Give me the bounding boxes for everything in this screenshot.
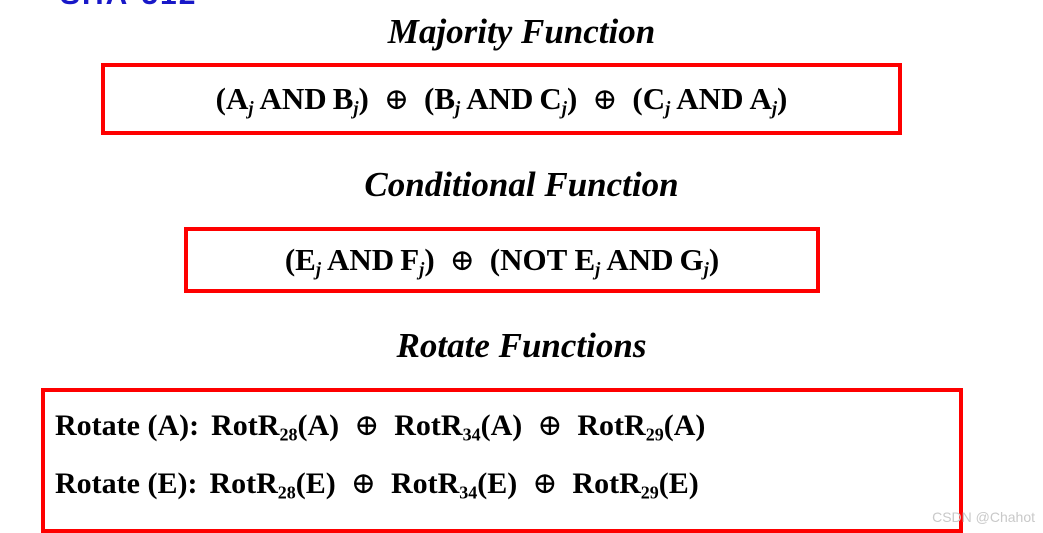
rotate-functions-title: Rotate Functions: [396, 326, 647, 365]
close-paren: ): [325, 467, 336, 500]
rotate-a-1-fn: RotR: [211, 409, 280, 442]
term-1-var-1: A: [225, 80, 249, 116]
rotate-e-2-arg: E: [487, 467, 508, 500]
majority-function-title: Majority Function: [387, 12, 656, 51]
watermark: CSDN @Chahot: [932, 509, 1035, 525]
cterm-1-op: AND: [327, 241, 395, 277]
conditional-function-title: Conditional Function: [364, 165, 679, 204]
term-1-open: (: [215, 80, 226, 116]
rotate-a-3-fn: RotR: [577, 409, 646, 442]
term-2-op: AND: [466, 80, 534, 116]
xor-icon: ⊕: [354, 409, 380, 442]
rotate-a-2-arg: A: [490, 409, 513, 442]
xor-icon: ⊕: [592, 82, 618, 116]
term-3-close: ): [777, 80, 788, 116]
close-paren: ): [688, 467, 699, 500]
rotate-e-formula: Rotate (E):RotR28(E)⊕RotR34(E)⊕RotR29(E): [45, 466, 699, 502]
rotate-a-2-amount: 34: [462, 424, 481, 445]
cterm-2-sub-1: j: [595, 259, 601, 281]
open-paren: (: [295, 467, 306, 500]
term-1-sub-2: j: [353, 98, 359, 120]
term-2-sub-1: j: [455, 98, 461, 120]
term-1-close: ): [358, 80, 369, 116]
rotate-e-3-fn: RotR: [572, 467, 641, 500]
cterm-1-sub-1: j: [315, 259, 322, 281]
rotate-a-1-arg: A: [307, 409, 330, 442]
cterm-2-close: ): [708, 241, 720, 277]
rotate-a-1-amount: 28: [279, 424, 298, 445]
rotate-e-1-fn: RotR: [209, 467, 278, 500]
rotate-e-2-amount: 34: [459, 482, 478, 503]
open-paren: (: [480, 409, 491, 442]
rotate-e-3-amount: 29: [640, 482, 659, 503]
term-3-sub-1: j: [665, 98, 671, 120]
cterm-2-var-2: G: [679, 241, 704, 277]
term-3-op: AND: [676, 80, 744, 116]
term-1-sub-1: j: [248, 98, 254, 120]
rotate-a-formula: Rotate (A):RotR28(A)⊕RotR34(A)⊕RotR29(A): [45, 408, 705, 444]
xor-icon: ⊕: [449, 243, 475, 277]
close-paren: ): [329, 409, 340, 442]
xor-icon: ⊕: [532, 467, 558, 500]
term-2-var-1: B: [434, 80, 456, 116]
cterm-1-var-1: E: [295, 241, 316, 277]
cterm-1-sub-2: j: [419, 259, 425, 281]
term-1-var-2: B: [332, 80, 354, 116]
rotate-e-label: Rotate (E):: [55, 467, 198, 500]
rotate-a-2-fn: RotR: [394, 409, 463, 442]
rotate-e-1-arg: E: [305, 467, 326, 500]
slide-heading: SHA-512: [60, 0, 197, 12]
xor-icon: ⊕: [350, 467, 376, 500]
term-3-sub-2: j: [771, 98, 778, 120]
term-2-close: ): [566, 80, 578, 116]
term-2-open: (: [424, 80, 435, 116]
close-paren: ): [507, 467, 518, 500]
cterm-1-open: (: [284, 241, 296, 277]
xor-icon: ⊕: [383, 82, 410, 116]
rotate-a-3-arg: A: [673, 409, 696, 442]
term-3-var-1: C: [642, 80, 666, 116]
cterm-2-prefix: NOT: [500, 241, 575, 277]
rotate-e-2-fn: RotR: [390, 467, 460, 500]
term-2-var-2: C: [539, 80, 562, 116]
cterm-2-op: AND: [606, 241, 674, 277]
term-2-sub-2: j: [561, 98, 567, 120]
open-paren: (: [663, 409, 674, 442]
open-paren: (: [477, 467, 488, 500]
term-1-op: AND: [259, 80, 327, 116]
term-3-open: (: [632, 80, 643, 116]
xor-icon: ⊕: [537, 409, 563, 442]
open-paren: (: [658, 467, 669, 500]
cterm-2-var-1: E: [574, 241, 596, 277]
cterm-1-var-2: F: [400, 241, 420, 277]
term-3-var-2: A: [749, 80, 772, 116]
cterm-2-open: (: [489, 241, 501, 277]
open-paren: (: [297, 409, 308, 442]
rotate-e-3-arg: E: [668, 467, 689, 500]
cterm-1-close: ): [424, 241, 435, 277]
rotate-functions-formula-box: Rotate (A):RotR28(A)⊕RotR34(A)⊕RotR29(A)…: [41, 388, 963, 533]
close-paren: ): [695, 409, 706, 442]
rotate-a-label: Rotate (A):: [55, 409, 200, 442]
close-paren: ): [512, 409, 523, 442]
rotate-e-1-amount: 28: [277, 482, 296, 503]
cterm-2-sub-2: j: [703, 259, 709, 281]
rotate-a-3-amount: 29: [645, 424, 664, 445]
